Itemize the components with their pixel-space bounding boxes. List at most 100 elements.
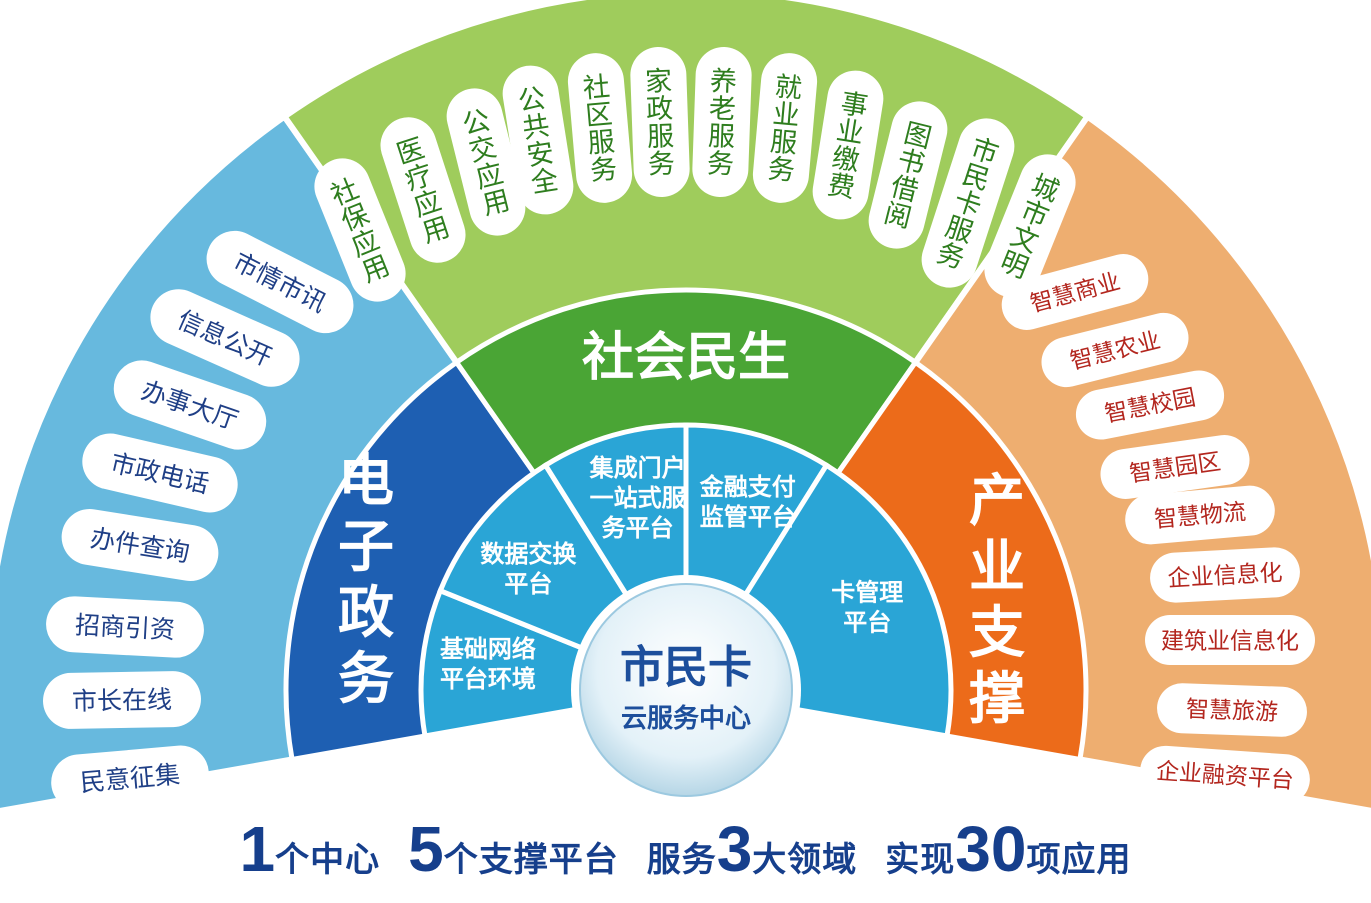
tagline-text: 大领域 [752, 840, 858, 880]
tagline-text: 个中心 [275, 840, 381, 880]
pill-background [1075, 370, 1225, 440]
platform-label: 平台 [843, 608, 891, 636]
industry-item-pill[interactable]: 建筑业信息化 [1145, 615, 1315, 665]
pill-label: 服 [769, 126, 799, 159]
tagline-number: 5 [408, 813, 444, 885]
pill-background [43, 671, 201, 729]
pill-background [1140, 745, 1310, 805]
pill-background [113, 360, 267, 450]
pill-background [1041, 312, 1189, 388]
pill-label: 智慧旅游 [1186, 697, 1279, 726]
domain-egov-label: 政 [338, 581, 394, 646]
pill-label: 招商引资 [74, 610, 175, 644]
industry-item-pill[interactable]: 智慧旅游 [1156, 682, 1308, 737]
egov-item-pill[interactable]: 办件查询 [58, 505, 223, 585]
pill-label: 社 [582, 71, 612, 104]
pill-label: 共 [520, 110, 552, 145]
pill-label: 务 [766, 154, 796, 187]
pill-background [46, 596, 204, 658]
tagline-text: 个支撑平台 [443, 840, 619, 880]
egov-item-pill[interactable]: 招商引资 [45, 595, 206, 659]
pill-label: 老 [708, 93, 736, 125]
pill-background [502, 65, 574, 215]
industry-item-pill[interactable]: 智慧校园 [1072, 366, 1229, 444]
pill-label: 业 [771, 99, 801, 132]
pill-background [51, 745, 209, 811]
pill-label: 服 [646, 121, 674, 153]
platform-label: 基础网络 [440, 635, 536, 663]
pill-label: 安 [525, 137, 557, 172]
tagline: 1 个中心 5 个支撑平台 服务 3 大领域 实现 30 项应用 [0, 812, 1371, 903]
platform-label: 一站式服 [590, 484, 687, 512]
platform-label: 集成门户 [589, 454, 686, 482]
tagline-number: 30 [955, 813, 1027, 885]
pill-label: 全 [529, 165, 561, 200]
domain-egov-label: 电 [338, 449, 394, 514]
platform-label: 监管平台 [700, 503, 796, 531]
industry-item-pill[interactable]: 智慧农业 [1036, 308, 1194, 393]
center-circle [579, 583, 793, 797]
egov-item-pill[interactable]: 民意征集 [49, 743, 211, 813]
pill-background [206, 230, 354, 334]
pill-label: 业 [834, 115, 866, 150]
center-hub: 市民卡 云服务中心 [571, 575, 801, 805]
pill-label: 服 [707, 121, 735, 153]
center-title: 市民卡 [620, 642, 752, 693]
industry-item-pill[interactable]: 企业融资平台 [1138, 744, 1311, 806]
pill-background [61, 509, 219, 581]
pill-background [812, 70, 884, 220]
industry-item-pill[interactable]: 智慧物流 [1123, 484, 1277, 547]
pill-label: 政 [646, 93, 674, 125]
pill-label: 建筑业信息化 [1161, 628, 1299, 654]
pill-label: 务 [706, 149, 734, 181]
platform-label: 金融支付 [699, 473, 796, 501]
industry-item-pill[interactable]: 智慧园区 [1097, 432, 1252, 502]
domain-industry-label: 撑 [969, 667, 1025, 732]
tagline-text: 实现 [885, 840, 956, 880]
pill-background [1125, 485, 1275, 545]
industry-item-pill[interactable]: 企业信息化 [1149, 546, 1301, 604]
pill-label: 缴 [830, 142, 862, 177]
egov-item-pill[interactable]: 市长在线 [43, 671, 202, 730]
pill-label: 市长在线 [72, 685, 173, 716]
pill-background [984, 154, 1076, 298]
tagline-domain-count: 服务 3 大领域 [647, 812, 858, 886]
pill-background [567, 53, 633, 203]
center-subtitle: 云服务中心 [621, 704, 751, 734]
pill-label: 养 [709, 66, 737, 98]
pill-label: 区 [584, 99, 614, 132]
pill-background [314, 158, 406, 302]
pill-background [630, 47, 690, 197]
pill-background [1157, 683, 1307, 737]
platform-label: 务平台 [602, 514, 674, 542]
tagline-text: 服务 [646, 840, 717, 880]
pill-background [868, 101, 948, 249]
pill-background [752, 53, 818, 203]
pill-label: 事 [839, 88, 871, 123]
tagline-application-count: 实现 30 项应用 [885, 812, 1131, 886]
domain-egov-label: 务 [338, 647, 394, 712]
tagline-number: 3 [716, 813, 753, 885]
platform-label: 卡管理 [831, 578, 903, 606]
pill-background [692, 47, 752, 197]
pill-background [1001, 254, 1149, 330]
pill-background [150, 289, 300, 387]
pill-label: 务 [589, 154, 619, 187]
pill-background [446, 88, 526, 236]
domain-industry-label: 支 [969, 601, 1025, 666]
platform-label: 平台环境 [440, 665, 536, 693]
egov-item-pill[interactable]: 市政电话 [77, 428, 244, 518]
pill-label: 务 [647, 149, 675, 181]
